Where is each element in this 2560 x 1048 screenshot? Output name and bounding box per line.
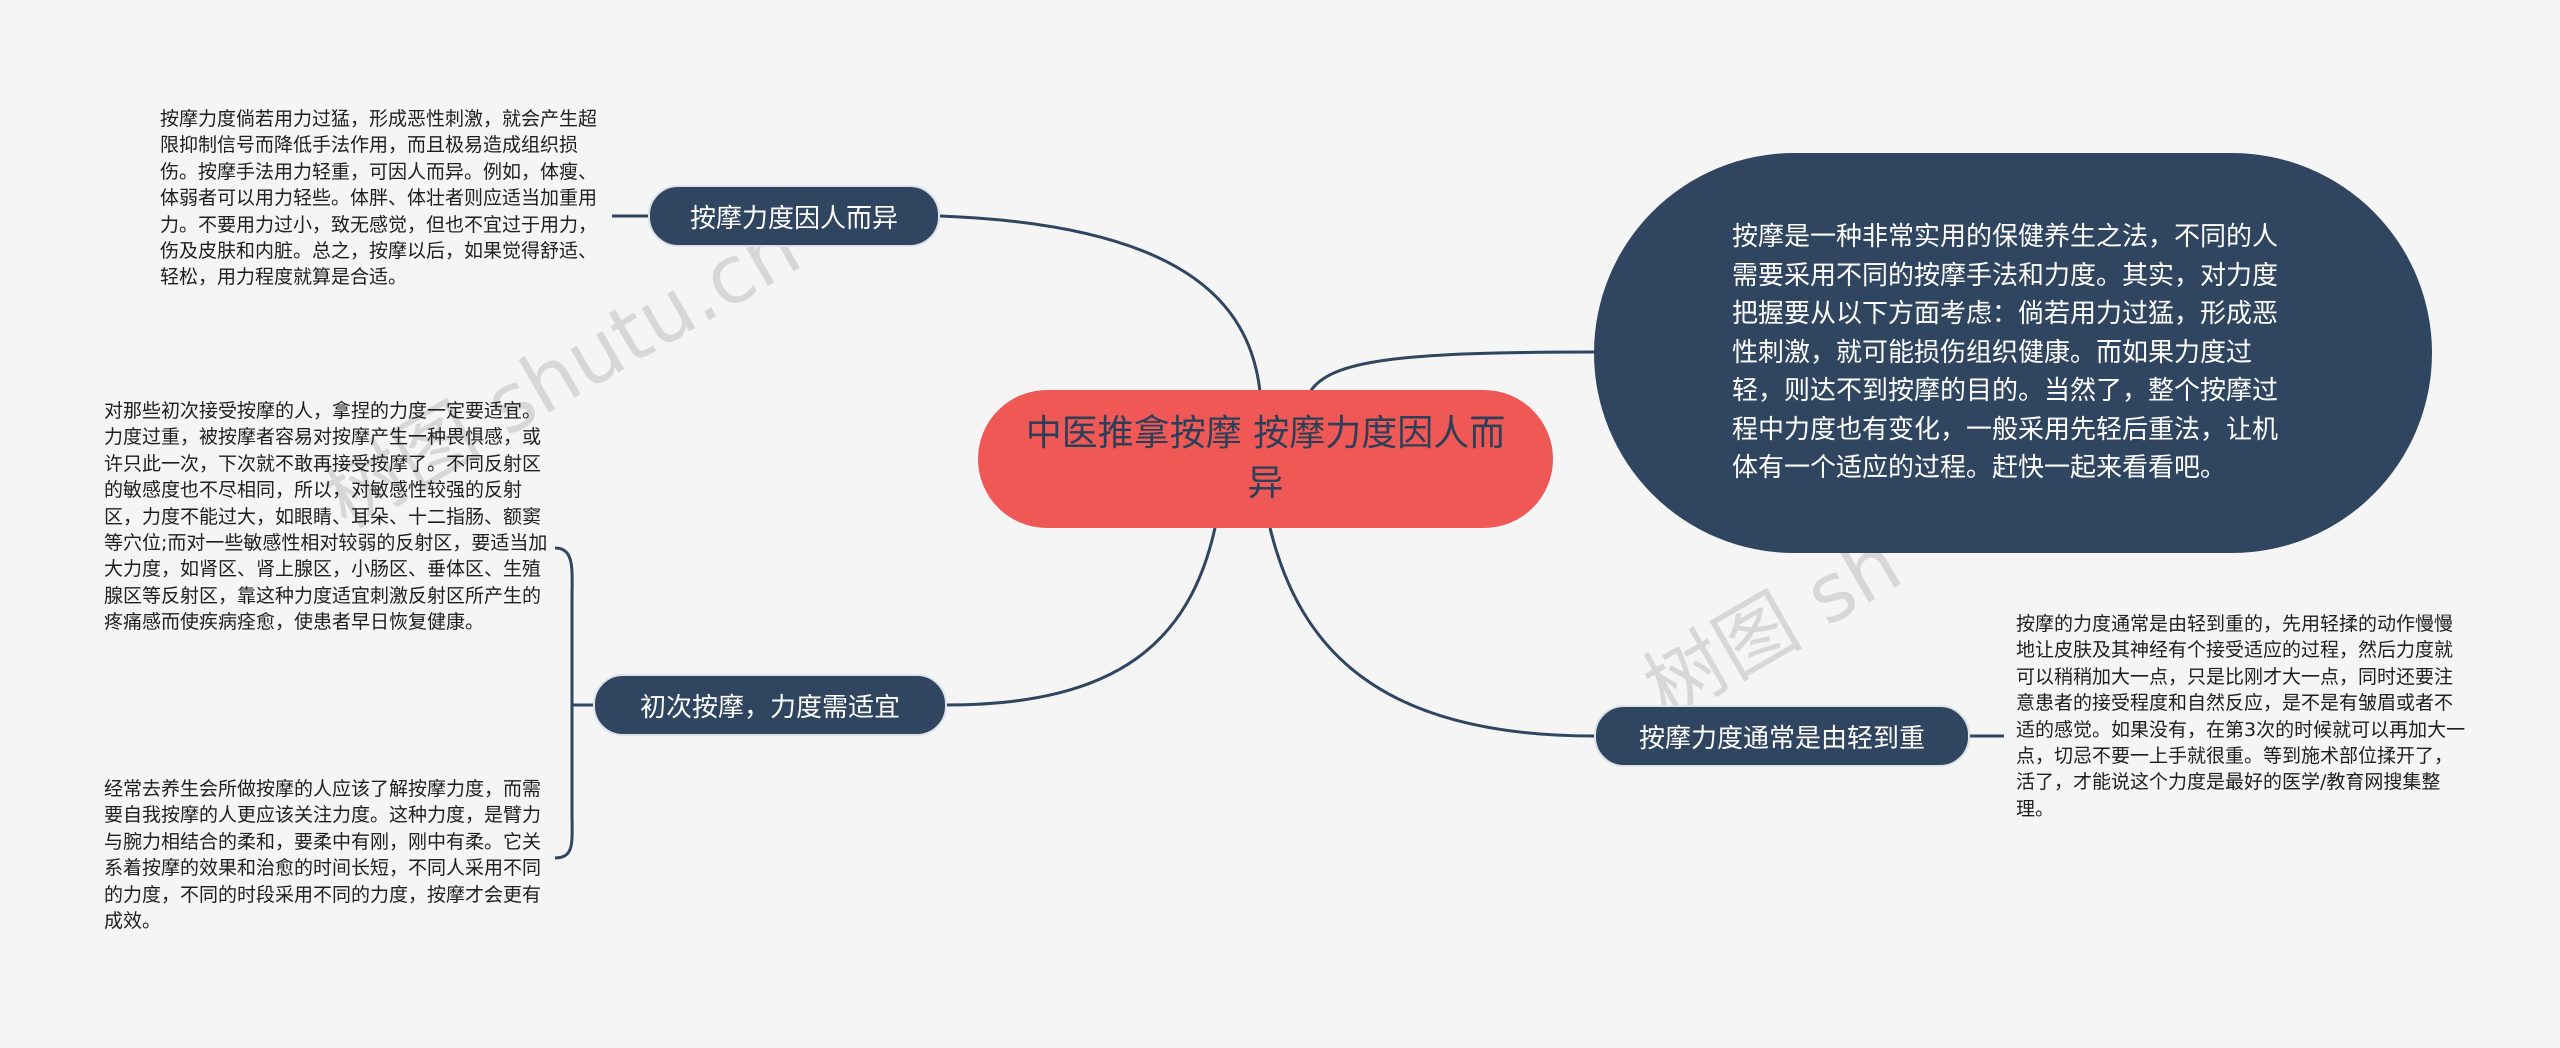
connector-center-to-b2	[946, 527, 1217, 707]
branch-label: 按摩力度因人而异	[689, 203, 898, 234]
leaf-note: 按摩的力度通常是由轻到重的，先用轻揉的动作慢慢地让皮肤及其神经有个接受适应的过程…	[2016, 613, 2466, 820]
intro-text: 按摩是一种非常实用的保健养生之法，不同的人需要采用不同的按摩手法和力度。其实，对…	[1732, 222, 2279, 484]
branch-light-to-heavy[interactable]: 按摩力度通常是由轻到重	[1594, 705, 1970, 767]
central-topic-label: 中医推拿按摩 按摩力度因人而异	[1025, 413, 1506, 504]
bracket-b2-leaves	[554, 546, 574, 860]
branch-force-varies[interactable]: 按摩力度因人而异	[648, 185, 940, 247]
connector-center-to-intro	[1308, 350, 1595, 393]
central-topic[interactable]: 中医推拿按摩 按摩力度因人而异	[978, 390, 1553, 528]
leaf-note: 对那些初次接受按摩的人，拿捏的力度一定要适宜。力度过重，被按摩者容易对按摩产生一…	[104, 400, 548, 634]
branch-label: 初次按摩，力度需适宜	[639, 692, 900, 723]
leaf-note: 按摩力度倘若用力过猛，形成恶性刺激，就会产生超限抑制信号而降低手法作用，而且极易…	[160, 108, 598, 289]
branch-first-massage[interactable]: 初次按摩，力度需适宜	[593, 674, 947, 736]
intro-bubble[interactable]: 按摩是一种非常实用的保健养生之法，不同的人需要采用不同的按摩手法和力度。其实，对…	[1594, 153, 2432, 553]
leaf-note: 经常去养生会所做按摩的人应该了解按摩力度，而需要自我按摩的人更应该关注力度。这种…	[104, 778, 542, 933]
connector-center-to-b1	[939, 214, 1262, 393]
branch-label: 按摩力度通常是由轻到重	[1638, 723, 1925, 754]
connector-center-to-b3	[1268, 527, 1595, 738]
